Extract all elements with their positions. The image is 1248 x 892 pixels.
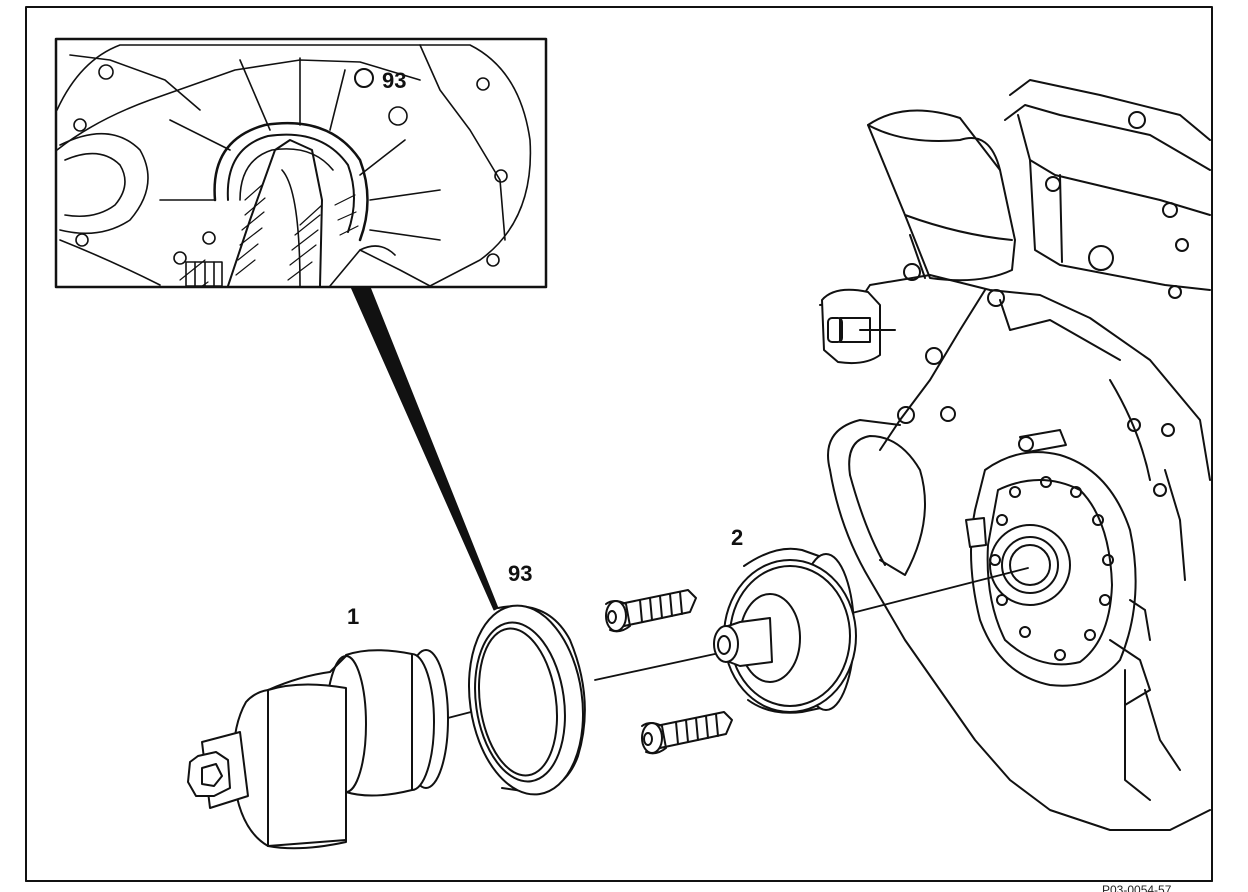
socket-head-screws <box>605 589 733 755</box>
callout-part-1: 1 <box>347 604 360 629</box>
figure-reference-code: P03-0054-57 <box>1102 884 1172 892</box>
inset-detail-view <box>54 37 548 289</box>
inset-callout-93: 93 <box>382 68 407 93</box>
callout-part-2: 2 <box>731 525 744 550</box>
engine-block <box>819 79 1211 831</box>
part-1-installation-drift <box>187 649 449 850</box>
screw-upper <box>605 589 697 633</box>
callout-part-93: 93 <box>508 561 533 586</box>
inset-leader-wedge <box>350 286 499 611</box>
transmission-housing-closeup <box>57 44 532 286</box>
inset-frame <box>54 37 548 289</box>
part-93-radial-seal-ring <box>467 604 586 796</box>
inset-callout-ring <box>354 68 374 88</box>
part-2-guide-adapter <box>713 547 857 714</box>
screw-lower <box>641 711 733 755</box>
